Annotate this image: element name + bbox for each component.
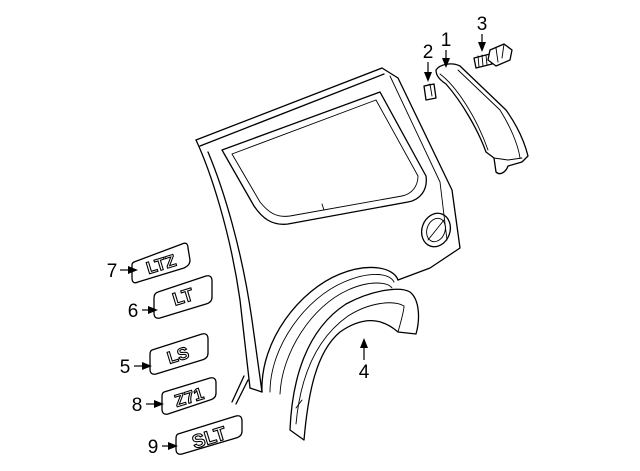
callout-2: 2	[423, 42, 434, 63]
bolt	[473, 43, 513, 69]
callout-6: 6	[128, 301, 139, 322]
badge-lt: LT	[153, 275, 213, 319]
badge-ls: LS	[149, 333, 209, 375]
callout-7: 7	[107, 261, 118, 282]
wheel-flare-molding	[289, 288, 420, 441]
callout-5: 5	[120, 357, 131, 378]
clip	[423, 83, 437, 101]
callout-1: 1	[441, 30, 452, 51]
badge-ltz: LTZ	[131, 242, 191, 284]
callout-3: 3	[477, 14, 488, 35]
upper-molding	[435, 63, 529, 175]
badge-slt: SLT	[175, 415, 243, 455]
badge-slt-text: SLT	[190, 423, 229, 453]
callout-arrows	[120, 34, 486, 450]
callout-9: 9	[148, 437, 159, 458]
callout-8: 8	[132, 395, 143, 416]
quarter-panel	[195, 67, 461, 405]
badge-ltz-text: LTZ	[144, 251, 178, 278]
callout-4: 4	[359, 362, 370, 383]
callout-labels: 1 2 3 4 5 6 7 8 9	[107, 14, 488, 458]
badge-z71: Z71	[161, 377, 217, 415]
